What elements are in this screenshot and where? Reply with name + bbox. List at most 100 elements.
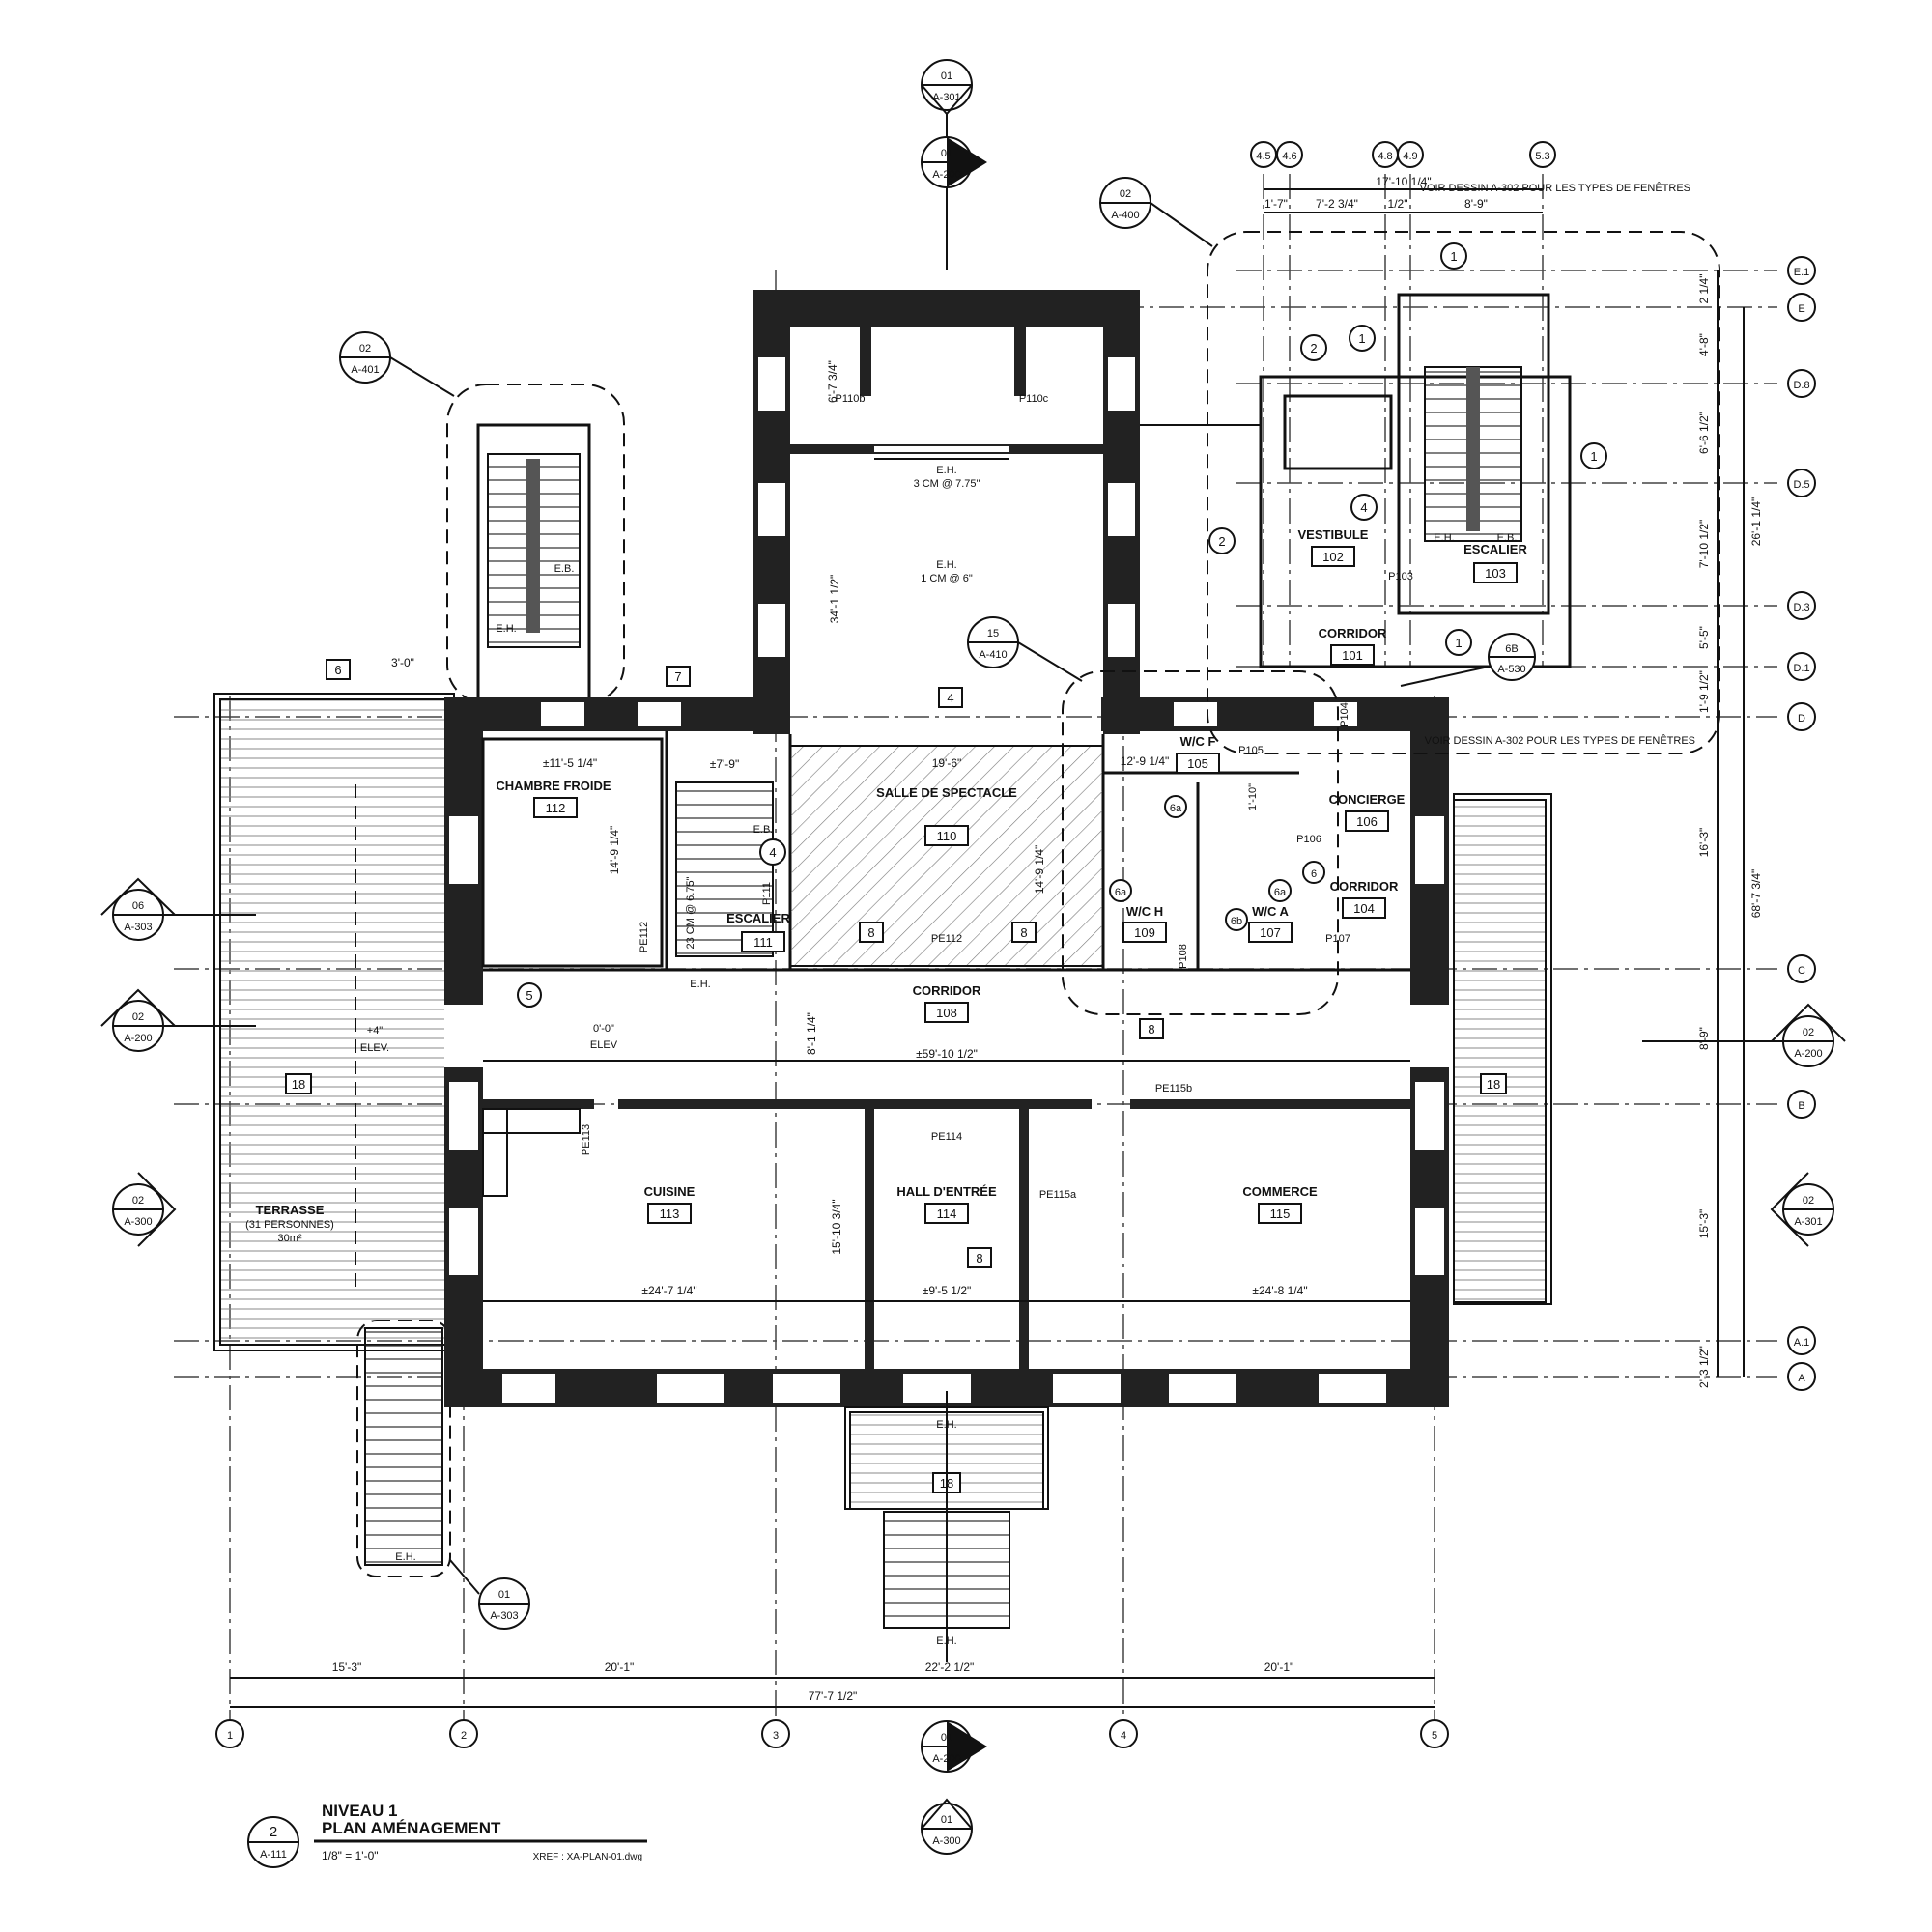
elev-label: ELEV [590,1039,618,1051]
room-110: 19'-6" SALLE DE SPECTACLE 110 14'-9 1/4"… [789,745,1104,967]
door-pe115a: PE115a [1039,1189,1077,1201]
marker-01-a200-bottom: 01 A-200 [921,1720,987,1773]
dim-annex-part-1: 1'-7" [1264,197,1288,211]
keynote-2-a: 2 [1310,341,1317,355]
dim-right-overall-2: 26'-1 1/4" [1749,497,1763,547]
grid-row-a: A [1798,1373,1805,1384]
keynote-4-annex: 4 [1360,500,1367,515]
dim-right-5: 1'-9 1/2" [1697,670,1711,713]
grid-row-e1: E.1 [1794,267,1810,278]
svg-text:01: 01 [498,1589,510,1601]
room-107-number: 107 [1260,925,1281,940]
elev-level: 0'-0" [593,1023,614,1035]
keynote-6a-1: 6a [1170,803,1182,814]
svg-text:A-300: A-300 [124,1216,152,1228]
slope-note-2: 1 CM @ 6" [921,573,973,584]
room-105-number: 105 [1187,756,1208,771]
room-112-name: CHAMBRE FROIDE [496,779,611,793]
dim-salle-width: 19'-6" [932,756,962,770]
room-115-number: 115 [1270,1207,1291,1221]
right-annex: VESTIBULE 102 ESCALIER 103 E.H. E.B. P10… [1140,231,1720,754]
terrace-area: 30m² [277,1233,301,1244]
grid-col-4-5: 4.5 [1256,151,1270,162]
slope-note-1: 3 CM @ 7.75" [914,478,980,490]
room-110-number: 110 [937,829,957,843]
svg-text:02: 02 [1120,188,1131,200]
svg-text:A-200: A-200 [124,1033,152,1044]
title-scale: 1/8" = 1'-0" [322,1849,379,1862]
dim-tower-depth: 34'-1 1/2" [828,575,841,624]
dim-right-2: 15'-3" [1697,1209,1711,1239]
grid-col-1: 1 [227,1730,233,1742]
annex-eh: E.H. [1434,532,1454,544]
dim-right-4: 16'-3" [1697,828,1711,858]
grid-col-5: 5 [1432,1730,1437,1742]
marker-02-a400: 02 A-400 [1099,177,1213,247]
marker-15-a410: 15 A-410 [967,616,1083,682]
grid-row-d: D [1798,713,1805,724]
dim-annex-overall: 17'-10 1/4" [1376,175,1431,188]
dim-commerce-width: ±24'-8 1/4" [1252,1284,1307,1297]
terrace-name: TERRASSE [256,1203,325,1217]
terrace: E.H. TERRASSE (31 PERSONNES) 30m² 18 [213,693,455,1577]
grid-col-4: 4 [1121,1730,1126,1742]
terrace-stair-eh: E.H. [395,1551,415,1563]
grid-row-a1: A.1 [1794,1337,1810,1349]
svg-text:A-300: A-300 [932,1835,960,1847]
svg-text:02: 02 [359,343,371,355]
grid-row-d1: D.1 [1793,663,1809,674]
annex-eb: E.B. [1497,532,1518,544]
dim-right-1: 2'-3 1/2" [1697,1346,1711,1388]
svg-text:6B: 6B [1505,643,1518,655]
dim-bottom-4: 20'-1" [1264,1661,1294,1674]
window-notes: VOIR DESSIN A-302 POUR LES TYPES DE FENÊ… [1420,182,1695,747]
grid-row-d8: D.8 [1793,380,1809,391]
keynote-18-right: 18 [1487,1077,1500,1092]
door-p110b: P110b [836,393,866,405]
section-markers: 01 A-301 01 A-200 02 A-400 02 A-401 15 A… [100,59,1846,1855]
elev-level-2: +4" [367,1025,384,1037]
room-106-name: CONCIERGE [1329,792,1406,807]
title-sheet: A-111 [260,1849,287,1861]
keynote-4-salle: 4 [947,691,953,705]
title-line-2: PLAN AMÉNAGEMENT [322,1819,501,1837]
dim-overall-width: 77'-7 1/2" [809,1690,858,1703]
svg-text:02: 02 [132,1195,144,1207]
tower-interior: E.H. 3 CM @ 7.75" E.H. 1 CM @ 6" P110b P… [790,327,1103,623]
escalier-eb: E.B. [753,824,774,836]
keynote-4-escalier: 4 [769,845,776,860]
room-109-number: 109 [1134,925,1155,940]
dim-right-8: 6'-6 1/2" [1697,412,1711,454]
svg-text:A-301: A-301 [1794,1216,1822,1228]
svg-text:A-200: A-200 [932,169,960,181]
dim-right-overall-1: 68'-7 3/4" [1749,869,1763,919]
dim-right-6: 5'-5" [1697,626,1711,649]
dim-wc-depth: 1'-10" [1247,783,1259,810]
dim-right-3: 8'-9" [1697,1027,1711,1050]
room-113-name: CUISINE [644,1184,696,1199]
door-p105: P105 [1238,745,1264,756]
room-102-number: 102 [1322,550,1344,564]
door-pe115b: PE115b [1155,1083,1192,1094]
room-108-number: 108 [936,1006,957,1020]
left-stair-eh: E.H. [496,623,516,635]
svg-text:01: 01 [941,1732,952,1744]
door-p108: P108 [1178,944,1189,969]
grid-row-b: B [1798,1100,1804,1112]
keynote-8-wc: 8 [1148,1022,1154,1037]
marker-02-a200-right: 02 A-200 [1642,1003,1846,1067]
marker-02-a401: 02 A-401 [339,331,455,397]
marker-6b-a530: 6B A-530 [1400,633,1536,687]
room-104-number: 104 [1353,901,1375,916]
tower-eh-1: E.H. [936,465,956,476]
room-101-name: CORRIDOR [1319,626,1387,640]
grid-col-4-9: 4.9 [1403,151,1417,162]
room-112-number: 112 [546,801,566,815]
terrace-capacity: (31 PERSONNES) [245,1219,334,1231]
room-115-name: COMMERCE [1242,1184,1318,1199]
keynote-1-b: 1 [1358,331,1365,346]
svg-text:02: 02 [1803,1027,1814,1038]
keynote-6a-3: 6a [1274,887,1287,898]
svg-text:A-410: A-410 [979,649,1007,661]
escalier-eh: E.H. [690,979,710,990]
